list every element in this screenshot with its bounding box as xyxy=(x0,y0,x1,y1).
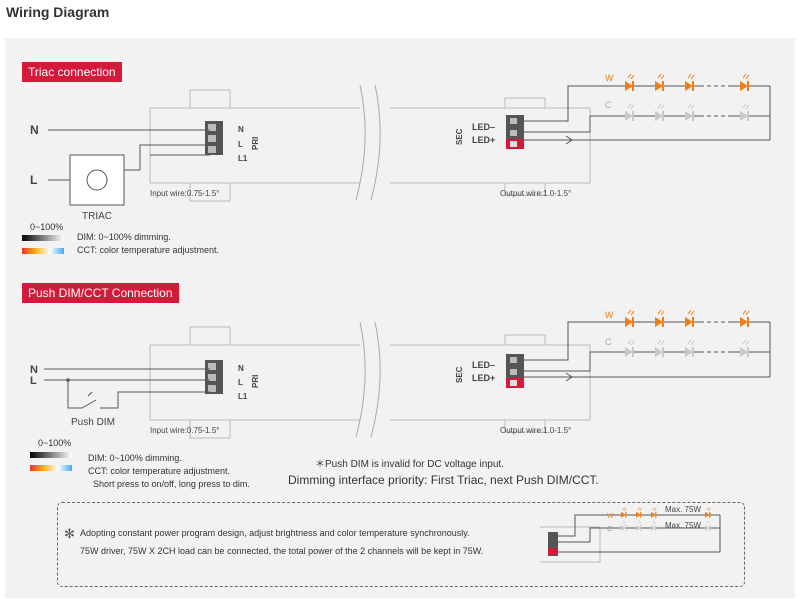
push-input-wires xyxy=(44,368,210,409)
cool-led-icon xyxy=(684,339,695,358)
push-w-label: W xyxy=(605,310,614,320)
triac-dim-gradient xyxy=(22,235,64,241)
push-dim-label: Push DIM xyxy=(71,417,115,428)
push-led-plus-label: LED+ xyxy=(472,373,495,383)
warm-led-icon xyxy=(624,73,635,92)
push-warm-led-string xyxy=(620,309,770,328)
warm-led-icon xyxy=(654,73,665,92)
pri-n-label: N xyxy=(238,125,244,134)
triac-input-terminal xyxy=(205,121,223,155)
footnote-line1: Adopting constant power program design, … xyxy=(80,528,470,538)
mini-diagram xyxy=(540,507,721,563)
footnote-box xyxy=(57,502,745,587)
warm-led-icon xyxy=(684,73,695,92)
push-l-label: L xyxy=(30,375,37,387)
triac-l-label: L xyxy=(30,173,37,187)
sec-label: SEC xyxy=(455,128,464,145)
push-n-label: N xyxy=(30,364,38,376)
triac-n-label: N xyxy=(30,123,39,137)
triac-legend-dim: DIM: 0~100% dimming. xyxy=(77,232,171,242)
push-sec-label: SEC xyxy=(455,366,464,383)
push-dc-note: ＊Push DIM is invalid for DC voltage inpu… xyxy=(315,459,504,470)
triac-cct-gradient xyxy=(22,248,64,254)
footnote-line2: 75W driver, 75W X 2CH load can be connec… xyxy=(80,546,484,556)
triac-knob-icon xyxy=(86,169,108,191)
triac-output-wires xyxy=(524,85,771,145)
warm-led-icon xyxy=(624,309,635,328)
pri-l1-label: L1 xyxy=(238,154,248,163)
push-legend-range: 0~100% xyxy=(38,438,72,448)
push-pri-l-label: L xyxy=(238,378,243,387)
triac-c-label: C xyxy=(605,100,612,110)
priority-note: Dimming interface priority: First Triac,… xyxy=(288,473,599,487)
push-driver-body xyxy=(149,321,591,439)
push-input-wire-label: Input wire:0.75-1.5° xyxy=(150,426,219,435)
push-cct-gradient xyxy=(30,465,72,471)
warm-led-icon xyxy=(684,309,695,328)
triac-cool-led-string xyxy=(620,103,770,122)
pri-label: PRI xyxy=(251,137,260,150)
triac-w-label: W xyxy=(605,73,614,83)
triac-output-terminal xyxy=(506,115,524,149)
cool-led-icon xyxy=(624,103,635,122)
push-legend-dim: DIM: 0~100% dimming. xyxy=(88,453,182,463)
triac-section-title: Triac connection xyxy=(22,62,122,82)
push-cool-led-string xyxy=(620,339,770,358)
triac-input-wires xyxy=(48,129,210,181)
push-output-wire-label: Output wire:1.0-1.5° xyxy=(500,426,571,435)
push-pri-n-label: N xyxy=(238,364,244,373)
warm-led-icon xyxy=(739,73,750,92)
warm-led-icon xyxy=(739,309,750,328)
push-pri-l1-label: L1 xyxy=(238,392,248,401)
push-output-wires xyxy=(524,321,771,382)
cool-led-icon xyxy=(684,103,695,122)
triac-legend-cct: CCT: color temperature adjustment. xyxy=(77,245,220,255)
triac-legend-range: 0~100% xyxy=(30,222,64,232)
mini-w-label: W xyxy=(607,513,614,520)
led-plus-label: LED+ xyxy=(472,135,495,145)
triac-box xyxy=(69,154,125,206)
max-c-label: Max. 75W xyxy=(665,521,701,530)
push-legend-cct: CCT: color temperature adjustment. xyxy=(88,466,231,476)
cool-led-icon xyxy=(624,339,635,358)
cool-led-icon xyxy=(654,103,665,122)
push-pri-label: PRI xyxy=(251,375,260,388)
junction-dot xyxy=(66,378,70,382)
mini-c-label: C xyxy=(607,526,612,533)
push-c-label: C xyxy=(605,337,612,347)
cool-led-icon xyxy=(739,103,750,122)
max-w-label: Max. 75W xyxy=(665,505,701,514)
led-minus-label: LED– xyxy=(472,122,495,132)
push-legend-press: Short press to on/off, long press to dim… xyxy=(93,479,250,489)
triac-input-wire-label: Input wire:0.75-1.5° xyxy=(150,189,219,198)
cool-led-icon xyxy=(654,339,665,358)
push-input-terminal xyxy=(205,360,223,394)
push-dim-gradient xyxy=(30,452,72,458)
triac-warm-led-string xyxy=(620,73,770,92)
warm-led-icon xyxy=(654,309,665,328)
push-section-title: Push DIM/CCT Connection xyxy=(22,283,179,303)
cool-led-icon xyxy=(739,339,750,358)
page-title: Wiring Diagram xyxy=(6,4,110,20)
footnote-star-icon: ✻ xyxy=(64,526,75,541)
triac-output-wire-label: Output wire:1.0-1.5° xyxy=(500,189,571,198)
triac-label: TRIAC xyxy=(82,211,112,222)
pri-l-label: L xyxy=(238,140,243,149)
push-output-terminal xyxy=(506,354,524,388)
push-led-minus-label: LED– xyxy=(472,360,495,370)
